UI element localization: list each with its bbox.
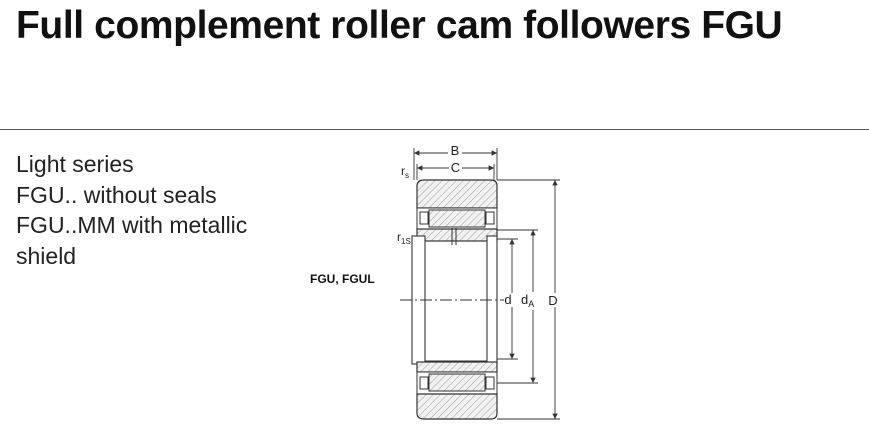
dimension-label-dA: dA bbox=[521, 292, 534, 309]
page-title: Full complement roller cam followers FGU bbox=[16, 4, 783, 47]
outer-ring-top bbox=[416, 179, 498, 209]
dimension-label-r1s: r1S bbox=[397, 230, 411, 246]
extension-lines bbox=[413, 148, 560, 420]
dimension-label-D: D bbox=[548, 293, 557, 308]
dimension-label-B: B bbox=[451, 143, 460, 158]
inner-ring-bottom bbox=[416, 361, 498, 373]
dimension-label-d: d bbox=[504, 292, 511, 307]
description-line: Light series bbox=[16, 151, 134, 177]
dimension-label-C: C bbox=[451, 160, 460, 175]
description-line: FGU..MM with metallic bbox=[16, 212, 248, 238]
roller-row-bottom bbox=[416, 371, 498, 395]
drawing-type-label: FGU, FGUL bbox=[310, 272, 375, 286]
series-description: Light series FGU.. without seals FGU..MM… bbox=[16, 149, 247, 271]
inner-ring-top bbox=[416, 228, 498, 245]
outer-ring-bottom bbox=[416, 393, 498, 420]
description-line: shield bbox=[16, 242, 77, 269]
dimension-label-rs: rs bbox=[401, 164, 409, 180]
description-line: FGU.. without seals bbox=[16, 181, 217, 208]
header-divider bbox=[0, 129, 869, 130]
roller-row-top bbox=[416, 207, 498, 231]
